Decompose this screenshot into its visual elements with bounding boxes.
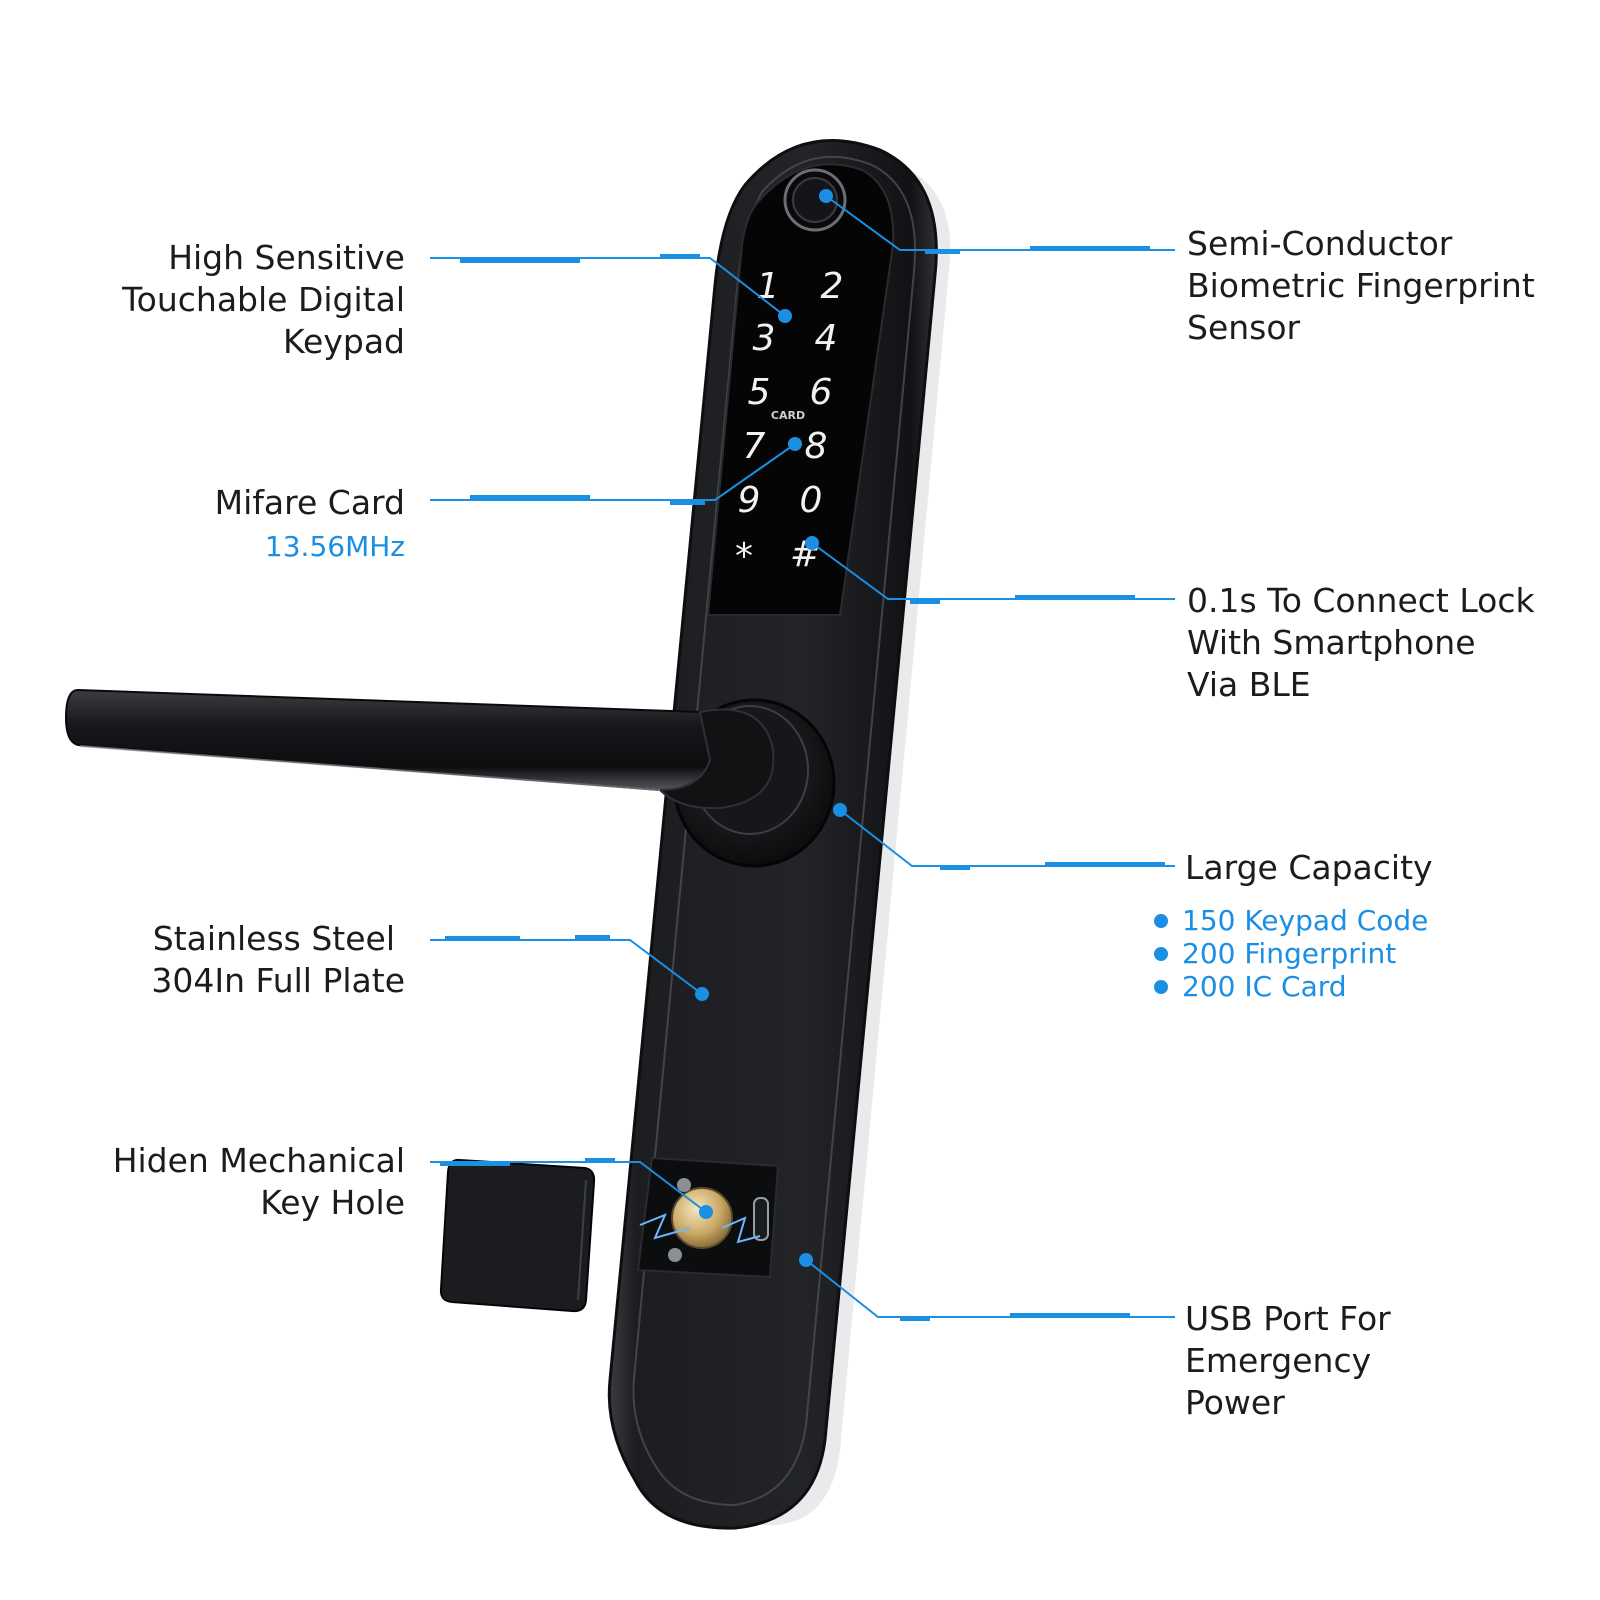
card-mark: CARD bbox=[771, 409, 805, 422]
key-5: 5 bbox=[748, 372, 771, 413]
leader-keypad bbox=[430, 257, 786, 317]
dot-usb bbox=[799, 1253, 813, 1267]
callout-leaders bbox=[430, 195, 1175, 1321]
label-ble: 0.1s To Connect Lock With Smartphone Via… bbox=[1187, 581, 1535, 704]
dot-keypad bbox=[778, 309, 792, 323]
lock-bevel bbox=[632, 155, 917, 1507]
dot-keyhole bbox=[699, 1205, 713, 1219]
label-steel: Stainless Steel 304In Full Plate bbox=[151, 919, 405, 1000]
key-6: 6 bbox=[810, 372, 833, 413]
key-8: 8 bbox=[805, 426, 828, 467]
capacity-list: 150 Keypad Code 200 Fingerprint 200 IC C… bbox=[1154, 904, 1428, 1003]
keypad-digits: 1 2 3 4 5 6 7 8 9 0 * # bbox=[735, 266, 843, 577]
key-7: 7 bbox=[743, 426, 766, 467]
leader-card bbox=[430, 443, 796, 501]
key-4: 4 bbox=[815, 318, 838, 359]
key-1: 1 bbox=[757, 266, 780, 307]
dot-ble bbox=[805, 536, 819, 550]
lever-handle bbox=[64, 688, 775, 810]
label-keypad: High Sensitive Touchable Digital Keypad bbox=[122, 238, 405, 361]
dot-capacity bbox=[833, 803, 847, 817]
dot-card bbox=[788, 437, 802, 451]
key-3: 3 bbox=[753, 318, 776, 359]
fingerprint-sensor bbox=[783, 168, 847, 232]
label-fingerprint: Semi-Conductor Biometric Fingerprint Sen… bbox=[1187, 224, 1535, 347]
label-capacity: Large Capacity bbox=[1185, 848, 1433, 887]
key-2: 2 bbox=[821, 266, 844, 307]
dot-fingerprint bbox=[819, 189, 833, 203]
label-keyhole: Hiden Mechanical Key Hole bbox=[112, 1141, 405, 1222]
key-star: * bbox=[735, 536, 753, 577]
key-9: 9 bbox=[738, 480, 761, 521]
card-frequency: 13.56MHz bbox=[264, 530, 405, 563]
label-usb: USB Port For Emergency Power bbox=[1185, 1299, 1391, 1422]
capacity-item: 150 Keypad Code bbox=[1154, 904, 1428, 937]
capacity-item: 200 Fingerprint bbox=[1154, 937, 1428, 970]
leader-usb bbox=[805, 1259, 1175, 1318]
key-cover bbox=[439, 1158, 596, 1313]
key-0: 0 bbox=[800, 480, 823, 521]
touch-panel bbox=[706, 163, 895, 616]
dot-steel bbox=[695, 987, 709, 1001]
label-card: Mifare Card 13.56MHz bbox=[214, 483, 405, 563]
capacity-item: 200 IC Card bbox=[1154, 970, 1428, 1003]
callout-dots bbox=[695, 189, 847, 1267]
